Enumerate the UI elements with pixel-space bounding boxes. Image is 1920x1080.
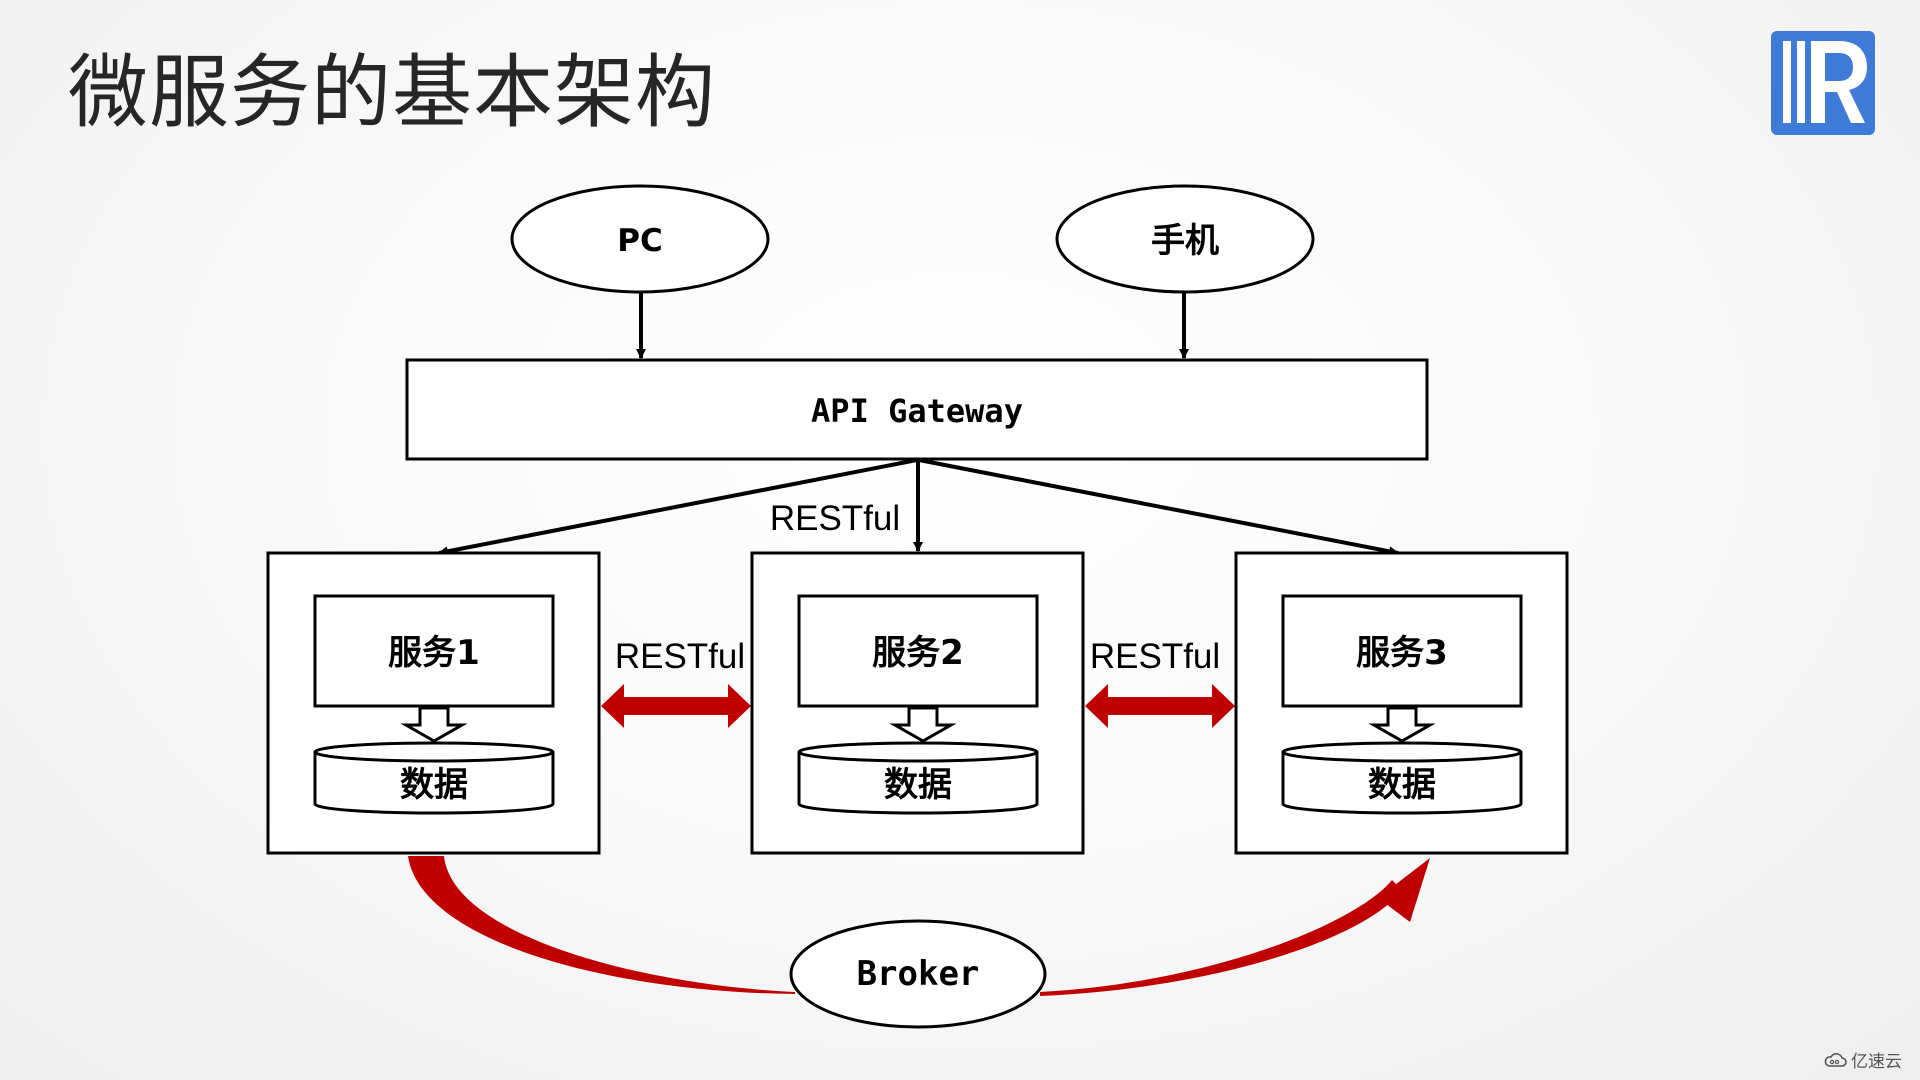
api-gateway-box: API Gateway bbox=[405, 358, 1429, 461]
service-container-2: 服务2 数据 bbox=[750, 551, 1085, 855]
service-container-3: 服务3 数据 bbox=[1234, 551, 1569, 855]
service-box-1 bbox=[313, 594, 555, 708]
service2-to-data-arrow bbox=[889, 706, 957, 743]
broker-curve-left bbox=[408, 856, 795, 994]
service-container-1: 服务1 数据 bbox=[266, 551, 601, 855]
r-logo-icon bbox=[1771, 31, 1875, 135]
restful-label-2-3: RESTful bbox=[1090, 637, 1220, 676]
cloud-icon bbox=[1824, 1052, 1847, 1067]
service3-to-data-arrow bbox=[1368, 706, 1436, 743]
database-2: 数据 bbox=[797, 741, 1039, 815]
watermark-text: 亿速云 bbox=[1851, 1052, 1902, 1072]
client-mobile: 手机 bbox=[1055, 184, 1315, 294]
gateway-to-service1-arrow bbox=[438, 458, 918, 557]
service2-service3-double-arrow bbox=[1085, 684, 1235, 728]
database-3: 数据 bbox=[1281, 741, 1523, 815]
service1-to-data-arrow bbox=[400, 706, 468, 743]
api-gateway-label: API Gateway bbox=[811, 392, 1023, 430]
broker-node: Broker bbox=[789, 919, 1047, 1029]
gateway-to-service3-arrow bbox=[918, 458, 1399, 557]
broker-curve-right bbox=[1040, 880, 1402, 996]
service-label-3: 服务3 bbox=[1356, 633, 1448, 673]
restful-label-gateway: RESTful bbox=[770, 499, 900, 538]
broker-arrowhead bbox=[1378, 858, 1430, 922]
data-label-3: 数据 bbox=[1368, 765, 1436, 805]
service-box-2 bbox=[797, 594, 1039, 708]
service-box-3 bbox=[1281, 594, 1523, 708]
service1-service2-double-arrow bbox=[601, 684, 751, 728]
database-1: 数据 bbox=[313, 741, 555, 815]
client-mobile-label: 手机 bbox=[1151, 221, 1219, 261]
client-pc: PC bbox=[510, 184, 770, 294]
slide-title: 微服务的基本架构 bbox=[68, 46, 716, 139]
watermark: 亿速云 bbox=[1823, 1047, 1902, 1072]
data-label-2: 数据 bbox=[884, 765, 952, 805]
client-pc-label: PC bbox=[617, 223, 662, 259]
data-label-1: 数据 bbox=[400, 765, 468, 805]
restful-label-1-2: RESTful bbox=[615, 637, 745, 676]
service-label-1: 服务1 bbox=[388, 633, 480, 673]
service-label-2: 服务2 bbox=[872, 633, 964, 673]
broker-label: Broker bbox=[857, 954, 980, 994]
